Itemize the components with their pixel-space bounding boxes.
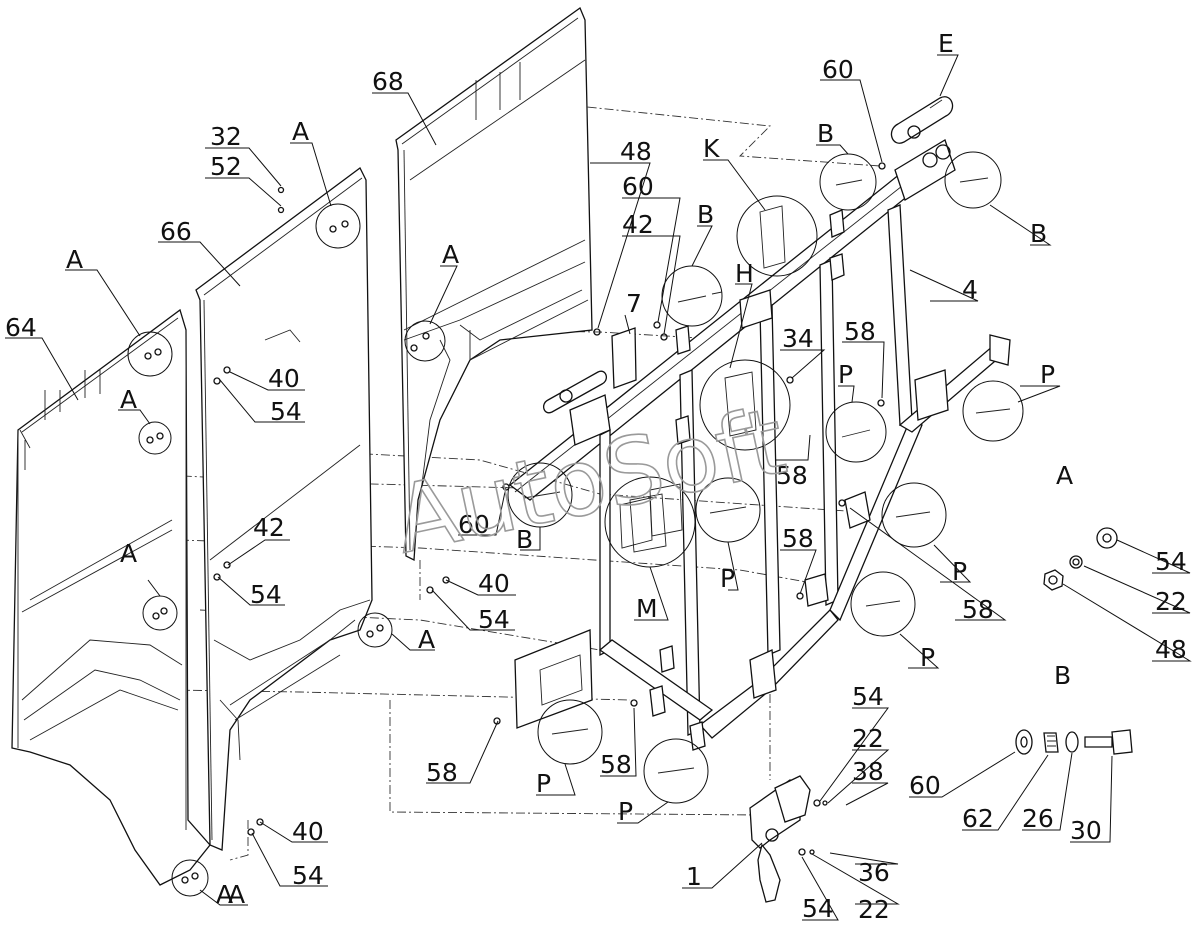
label-60: 60 — [622, 172, 654, 201]
label-40: 40 — [292, 817, 324, 846]
label-62: 62 — [962, 804, 994, 833]
label-A: A — [120, 539, 137, 568]
label-42: 42 — [622, 210, 654, 239]
label-54: 54 — [802, 894, 834, 923]
label-P: P — [618, 797, 633, 826]
label-38: 38 — [852, 757, 884, 786]
label-A: A — [418, 625, 435, 654]
label-22: 22 — [1155, 587, 1187, 616]
panel-66 — [195, 167, 373, 851]
label-A: A — [228, 880, 245, 909]
label-A: A — [216, 880, 233, 909]
callout-labels: 68 32 52 A 66 A A 64 A A 40 54 42 54 A 4… — [5, 29, 1187, 924]
leader-lines — [5, 54, 1192, 921]
label-58: 58 — [600, 750, 632, 779]
label-K: K — [703, 134, 720, 163]
label-54: 54 — [250, 580, 282, 609]
label-54: 54 — [852, 682, 884, 711]
label-B: B — [817, 119, 834, 148]
label-54: 54 — [292, 861, 324, 890]
label-58: 58 — [776, 461, 808, 490]
label-P: P — [536, 769, 551, 798]
label-40: 40 — [478, 569, 510, 598]
pin-left — [542, 370, 608, 414]
label-68: 68 — [372, 67, 404, 96]
part-7-bracket — [611, 327, 637, 389]
label-60: 60 — [458, 510, 490, 539]
label-32: 32 — [210, 122, 242, 151]
label-26: 26 — [1022, 804, 1054, 833]
label-B: B — [697, 200, 714, 229]
label-1: 1 — [686, 862, 702, 891]
detail-A-title: A — [1056, 461, 1073, 490]
label-A: A — [292, 117, 309, 146]
label-H: H — [735, 259, 754, 288]
label-54: 54 — [478, 605, 510, 634]
label-22: 22 — [858, 895, 890, 924]
label-30: 30 — [1070, 816, 1102, 845]
label-22: 22 — [852, 724, 884, 753]
detail-B-hardware — [1015, 729, 1133, 755]
label-A: A — [66, 245, 83, 274]
label-P: P — [838, 360, 853, 389]
part-E-pin — [890, 96, 954, 144]
label-58: 58 — [844, 317, 876, 346]
label-60: 60 — [909, 771, 941, 800]
label-52: 52 — [210, 152, 242, 181]
label-48: 48 — [620, 137, 652, 166]
label-40: 40 — [268, 364, 300, 393]
label-P: P — [720, 564, 735, 593]
detail-A-hardware — [1043, 527, 1118, 591]
label-60: 60 — [822, 55, 854, 84]
label-P: P — [1040, 360, 1055, 389]
label-58: 58 — [782, 524, 814, 553]
label-58: 58 — [426, 758, 458, 787]
label-36: 36 — [858, 858, 890, 887]
label-48: 48 — [1155, 635, 1187, 664]
detail-B-title: B — [1054, 661, 1071, 690]
label-34: 34 — [782, 324, 814, 353]
frame-4 — [508, 139, 1011, 751]
panel-64 — [11, 308, 211, 886]
label-42: 42 — [253, 513, 285, 542]
label-E: E — [938, 29, 954, 58]
label-4: 4 — [962, 275, 978, 304]
label-64: 64 — [5, 313, 37, 342]
label-7: 7 — [626, 289, 642, 318]
label-66: 66 — [160, 217, 192, 246]
label-M: M — [636, 594, 658, 623]
latch-1 — [749, 775, 811, 903]
label-A: A — [442, 240, 459, 269]
label-P: P — [952, 557, 967, 586]
label-54: 54 — [270, 397, 302, 426]
label-58: 58 — [962, 595, 994, 624]
label-54: 54 — [1155, 547, 1187, 576]
label-A: A — [120, 385, 137, 414]
label-P: P — [920, 643, 935, 672]
label-B: B — [1030, 219, 1047, 248]
label-B: B — [516, 525, 533, 554]
